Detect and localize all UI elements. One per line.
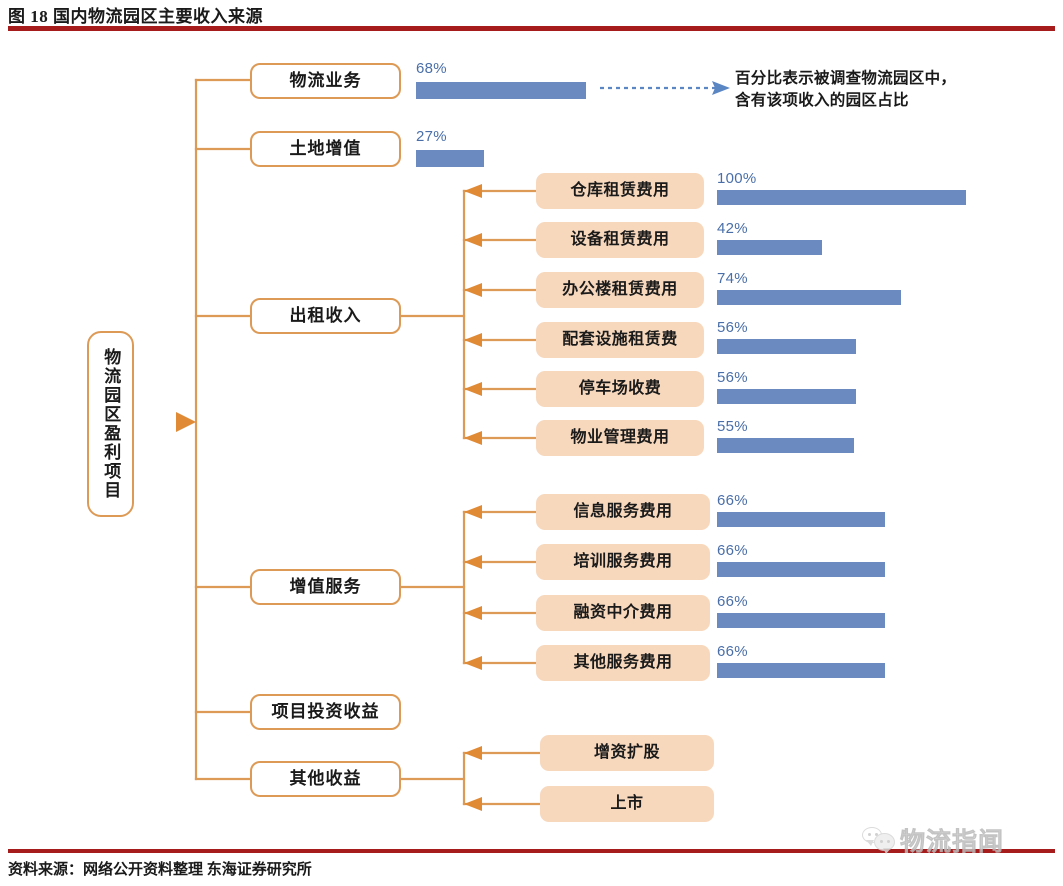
leaf-node-information-service-fee[interactable]: 信息服务费用 bbox=[536, 494, 710, 530]
source-note: 资料来源：网络公开资料整理 东海证券研究所 bbox=[8, 862, 312, 878]
leaf-node-financing-intermediary-fee[interactable]: 融资中介费用 bbox=[536, 595, 710, 631]
bar-value-label: 68% bbox=[416, 60, 447, 77]
bar-group-equipment-rental-fee: 42% bbox=[717, 220, 987, 258]
bar-rect bbox=[717, 562, 886, 577]
branch-node-logistics-business[interactable]: 物流业务 bbox=[250, 63, 401, 99]
bar-value-label: 66% bbox=[717, 542, 748, 559]
bar-group-supporting-facility-rental-fee: 56% bbox=[717, 319, 987, 357]
bar-rect bbox=[717, 663, 886, 678]
bar-group-logistics-business: 68% bbox=[416, 60, 676, 100]
bar-value-label: 55% bbox=[717, 418, 748, 435]
bar-group-land-appreciation: 27% bbox=[416, 128, 676, 168]
bar-group-property-management-fee: 55% bbox=[717, 418, 987, 456]
branch-node-value-added-services[interactable]: 增值服务 bbox=[250, 569, 401, 605]
header-rule bbox=[8, 26, 1055, 31]
watermark: 物流指闻 bbox=[862, 822, 1004, 858]
annotation-text: 百分比表示被调查物流园区中， 含有该项收入的园区占比 bbox=[735, 70, 957, 110]
bar-rect bbox=[717, 190, 966, 205]
leaf-node-training-service-fee[interactable]: 培训服务费用 bbox=[536, 544, 710, 580]
bar-value-label: 42% bbox=[717, 220, 748, 237]
branch-node-rental-income[interactable]: 出租收入 bbox=[250, 298, 401, 334]
bar-rect bbox=[717, 339, 857, 354]
branch-node-other-income[interactable]: 其他收益 bbox=[250, 761, 401, 797]
bar-rect bbox=[416, 150, 484, 167]
bar-value-label: 66% bbox=[717, 593, 748, 610]
leaf-node-other-service-fee[interactable]: 其他服务费用 bbox=[536, 645, 710, 681]
branch-node-project-investment-return[interactable]: 项目投资收益 bbox=[250, 694, 401, 730]
leaf-node-property-management-fee[interactable]: 物业管理费用 bbox=[536, 420, 704, 456]
bar-value-label: 56% bbox=[717, 369, 748, 386]
footer-rule bbox=[8, 849, 1055, 853]
bar-rect bbox=[717, 240, 822, 255]
bar-group-other-service-fee: 66% bbox=[717, 643, 987, 681]
bar-rect bbox=[717, 389, 857, 404]
leaf-node-equipment-rental-fee[interactable]: 设备租赁费用 bbox=[536, 222, 704, 258]
root-node[interactable]: 物流园区盈利项目 bbox=[87, 331, 134, 517]
leaf-node-capital-increase[interactable]: 增资扩股 bbox=[540, 735, 714, 771]
bar-rect bbox=[717, 512, 886, 527]
bar-rect bbox=[717, 290, 902, 305]
leaf-node-office-building-rental-fee[interactable]: 办公楼租赁费用 bbox=[536, 272, 704, 308]
bar-value-label: 27% bbox=[416, 128, 447, 145]
wechat-icon bbox=[862, 827, 896, 854]
bar-rect bbox=[416, 82, 586, 99]
bar-value-label: 74% bbox=[717, 270, 748, 287]
bar-group-training-service-fee: 66% bbox=[717, 542, 987, 580]
bar-value-label: 66% bbox=[717, 492, 748, 509]
bar-rect bbox=[717, 438, 854, 453]
leaf-node-supporting-facility-rental-fee[interactable]: 配套设施租赁费 bbox=[536, 322, 704, 358]
bar-value-label: 100% bbox=[717, 170, 757, 187]
bar-group-warehouse-rental-fee: 100% bbox=[717, 170, 987, 208]
bar-value-label: 66% bbox=[717, 643, 748, 660]
bar-group-financing-intermediary-fee: 66% bbox=[717, 593, 987, 631]
bar-rect bbox=[717, 613, 886, 628]
bar-value-label: 56% bbox=[717, 319, 748, 336]
figure-title: 图 18 国内物流园区主要收入来源 bbox=[8, 7, 263, 26]
watermark-text: 物流指闻 bbox=[900, 829, 1005, 857]
leaf-node-ipo[interactable]: 上市 bbox=[540, 786, 714, 822]
bar-group-parking-fee: 56% bbox=[717, 369, 987, 407]
bar-group-office-building-rental-fee: 74% bbox=[717, 270, 987, 308]
leaf-node-parking-fee[interactable]: 停车场收费 bbox=[536, 371, 704, 407]
branch-node-land-appreciation[interactable]: 土地增值 bbox=[250, 131, 401, 167]
leaf-node-warehouse-rental-fee[interactable]: 仓库租赁费用 bbox=[536, 173, 704, 209]
bar-group-information-service-fee: 66% bbox=[717, 492, 987, 530]
